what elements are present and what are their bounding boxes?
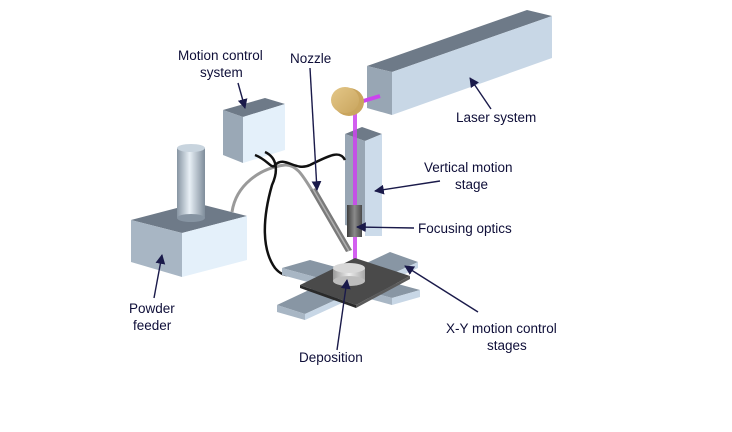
label-powder-feeder-2: feeder (133, 318, 172, 333)
arrow-focusing-optics (356, 222, 415, 233)
arrow-powder-feeder (153, 254, 166, 299)
label-vertical-stage-1: Vertical motion (424, 160, 513, 175)
powder-hose (230, 163, 317, 213)
arrow-vertical-stage (374, 180, 441, 195)
motion-control-system-box (223, 98, 285, 163)
control-cable-1 (254, 153, 347, 168)
label-xy-stages-2: stages (487, 338, 527, 353)
laser-system-box (367, 10, 552, 115)
arrow-motion-control (237, 82, 248, 109)
powder-feeder (131, 144, 247, 277)
nozzle (310, 188, 352, 252)
label-motion-control-1: Motion control (178, 48, 263, 63)
label-nozzle: Nozzle (290, 51, 331, 66)
label-xy-stages-1: X-Y motion control (446, 321, 557, 336)
deposition (333, 263, 365, 286)
label-laser-system: Laser system (456, 110, 536, 125)
laser-head (331, 87, 364, 116)
label-vertical-stage-2: stage (455, 177, 488, 192)
label-focusing-optics: Focusing optics (418, 221, 512, 236)
label-powder-feeder-1: Powder (129, 301, 175, 316)
arrow-xy-stages (404, 265, 479, 313)
arrow-laser-system (469, 77, 492, 110)
control-cable-2 (263, 150, 293, 277)
label-motion-control-2: system (200, 65, 243, 80)
focusing-optics (347, 205, 362, 237)
label-deposition: Deposition (299, 350, 363, 365)
arrow-deposition (336, 279, 351, 351)
arrow-nozzle (309, 67, 322, 191)
